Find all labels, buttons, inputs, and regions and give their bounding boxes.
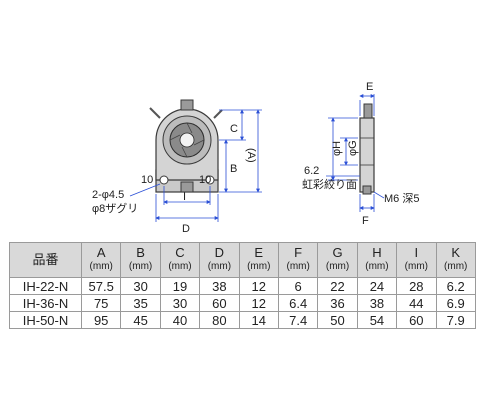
table-cell: 30 xyxy=(120,277,161,295)
table-row: IH-36-N 75 35 30 60 12 6.4 36 38 44 6.9 xyxy=(9,294,476,312)
dim-label-e: E xyxy=(366,81,373,93)
header-e: E(mm) xyxy=(238,242,279,278)
note-tap: M6 深5 xyxy=(384,192,419,205)
dim-label-c: C xyxy=(230,123,238,135)
table-cell: 28 xyxy=(396,277,437,295)
header-k: K(mm) xyxy=(435,242,476,278)
note-iris-face: 虹彩絞り面 xyxy=(302,177,357,191)
front-dimensions xyxy=(129,109,262,222)
side-tap xyxy=(362,185,372,195)
iris-aperture-inner xyxy=(179,132,195,148)
table-cell: 22 xyxy=(317,277,358,295)
dim-label-ten-left: 10 xyxy=(141,174,153,186)
side-body xyxy=(359,117,375,193)
dim-label-h: φH xyxy=(331,141,343,156)
header-c: C(mm) xyxy=(159,242,201,278)
top-knob xyxy=(180,99,194,111)
table-cell: 14 xyxy=(238,311,279,329)
table-cell: 12 xyxy=(238,294,279,312)
dim-label-g: φG xyxy=(347,140,359,156)
header-model: 品番 xyxy=(9,242,82,278)
table-cell: 36 xyxy=(317,294,358,312)
table-cell: 95 xyxy=(80,311,122,329)
header-h: H(mm) xyxy=(356,242,398,278)
mount-hole-right xyxy=(205,175,215,185)
side-knob xyxy=(363,103,373,119)
header-b: B(mm) xyxy=(120,242,161,278)
table-cell: 60 xyxy=(199,294,240,312)
table-cell: 6.4 xyxy=(277,294,319,312)
dim-label-a: (A) xyxy=(245,148,257,163)
table-cell: 12 xyxy=(238,277,279,295)
table-cell: 7.4 xyxy=(277,311,319,329)
tap-hole-bottom xyxy=(180,181,194,193)
table-cell: 57.5 xyxy=(80,277,122,295)
table-cell: IH-36-N xyxy=(9,294,82,312)
dim-label-ten-right: 10 xyxy=(199,174,211,186)
table-cell: 30 xyxy=(159,294,201,312)
side-view xyxy=(359,103,375,195)
table-cell: 7.9 xyxy=(435,311,476,329)
header-a: A(mm) xyxy=(80,242,122,278)
note-thickness: 6.2 xyxy=(304,165,319,177)
table-cell: IH-50-N xyxy=(9,311,82,329)
header-g: G(mm) xyxy=(317,242,358,278)
table-cell: 6.9 xyxy=(435,294,476,312)
table-row: IH-50-N 95 45 40 80 14 7.4 50 54 60 7.9 xyxy=(9,311,476,329)
dim-label-d: D xyxy=(182,223,190,235)
table-cell: 35 xyxy=(120,294,161,312)
iris-lever-left xyxy=(149,107,161,119)
table-cell: 54 xyxy=(356,311,398,329)
table-cell: 38 xyxy=(356,294,398,312)
iris-lever-right xyxy=(213,109,223,119)
table-cell: 6 xyxy=(277,277,319,295)
table-cell: 19 xyxy=(159,277,201,295)
note-hole: 2-φ4.5 xyxy=(92,189,124,201)
header-i: I(mm) xyxy=(396,242,437,278)
dim-label-b: B xyxy=(230,163,237,175)
side-dimensions xyxy=(326,94,385,212)
dim-label-f: F xyxy=(362,215,369,227)
note-counterbore: φ8ザグリ xyxy=(92,201,138,215)
spec-header-row: 品番 A(mm) B(mm) C(mm) D(mm) E(mm) F(mm) G… xyxy=(9,242,476,278)
table-cell: 75 xyxy=(80,294,122,312)
table-cell: 80 xyxy=(199,311,240,329)
mount-hole-left xyxy=(159,175,169,185)
table-cell: 6.2 xyxy=(435,277,476,295)
table-cell: 24 xyxy=(356,277,398,295)
table-cell: 50 xyxy=(317,311,358,329)
technical-drawing: C B (A) D I 10 10 2-φ4.5 φ8ザグリ E φH φG 6… xyxy=(92,81,419,235)
iris-blades xyxy=(169,122,205,158)
front-view xyxy=(149,99,223,193)
table-cell: 40 xyxy=(159,311,201,329)
table-cell: IH-22-N xyxy=(9,277,82,295)
header-f: F(mm) xyxy=(277,242,319,278)
table-cell: 45 xyxy=(120,311,161,329)
header-d: D(mm) xyxy=(199,242,240,278)
table-row: IH-22-N 57.5 30 19 38 12 6 22 24 28 6.2 xyxy=(9,277,476,295)
table-cell: 60 xyxy=(396,311,437,329)
table-cell: 44 xyxy=(396,294,437,312)
dim-label-i: I xyxy=(183,191,186,203)
spec-table: 品番 A(mm) B(mm) C(mm) D(mm) E(mm) F(mm) G… xyxy=(9,242,476,329)
table-cell: 38 xyxy=(199,277,240,295)
